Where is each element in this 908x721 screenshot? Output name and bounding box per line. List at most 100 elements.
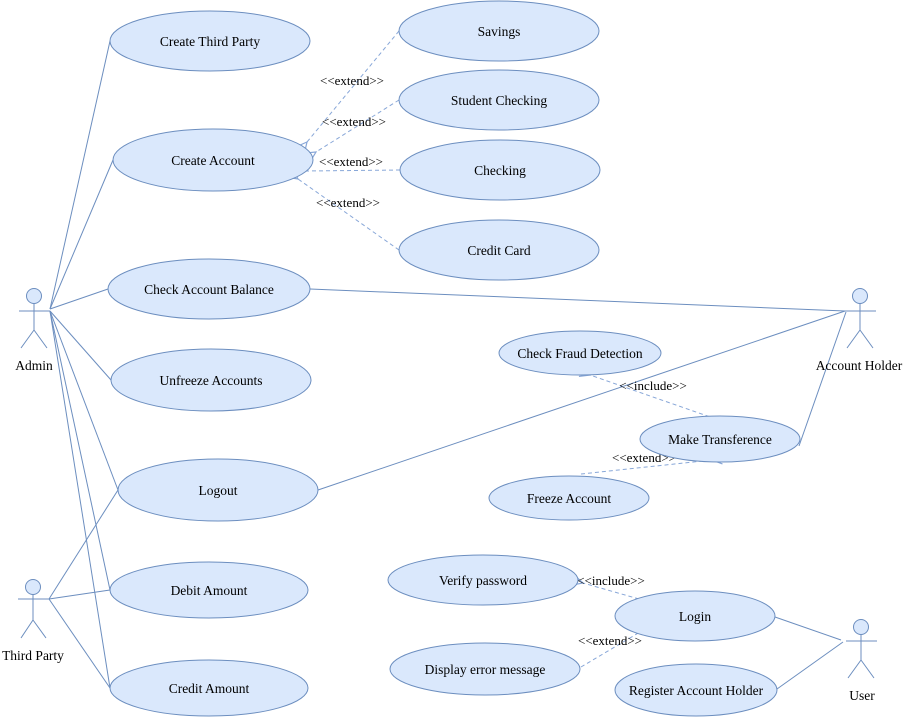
usecase-shape[interactable] — [117, 458, 319, 522]
usecase-shape[interactable] — [109, 561, 309, 619]
association-admin-debit-amount — [49, 310, 111, 591]
usecase-shape[interactable] — [398, 219, 600, 281]
usecase-label: Login — [679, 609, 711, 624]
usecase-label: Make Transference — [668, 432, 772, 447]
association-admin-unfreeze-accounts — [49, 310, 112, 381]
dependency-display-error-message-extend-login — [580, 622, 652, 668]
usecase-label: Checking — [474, 163, 526, 178]
usecase-login[interactable]: Login — [614, 590, 776, 642]
usecase-shape[interactable] — [398, 0, 600, 62]
extend-label: <<extend>> — [319, 154, 383, 169]
association-user-login — [774, 616, 842, 641]
include-label: <<include>> — [577, 573, 645, 588]
extend-label: <<extend>> — [322, 114, 386, 129]
association-user-register-account-holder — [776, 641, 844, 690]
usecase-label: Verify password — [439, 573, 527, 588]
usecase-shape[interactable] — [107, 258, 311, 320]
usecase-shape[interactable] — [387, 554, 579, 606]
actor-head-icon — [852, 288, 868, 304]
usecase-shape[interactable] — [109, 659, 309, 717]
usecase-verify-password[interactable]: Verify password — [387, 554, 579, 606]
usecase-label: Create Account — [171, 153, 255, 168]
dependency-freeze-account-extend-make-transference — [580, 453, 723, 475]
actor-admin[interactable]: Admin — [15, 288, 53, 374]
actor-label: Third Party — [2, 648, 64, 663]
actor-head-icon — [26, 288, 42, 304]
association-admin-create-third-party — [49, 40, 111, 310]
actor-head-icon — [853, 619, 869, 635]
usecase-display-error-message[interactable]: Display error message — [389, 642, 581, 696]
usecase-freeze-account[interactable]: Freeze Account — [488, 475, 650, 521]
dependency-make-transference-include-check-fraud-detection — [578, 366, 717, 420]
usecase-shape[interactable] — [112, 128, 314, 192]
dependency-checking-extend-create-account — [295, 165, 401, 177]
extend-label: <<extend>> — [320, 73, 384, 88]
usecase-label: Register Account Holder — [629, 683, 764, 698]
usecase-shape[interactable] — [614, 663, 778, 717]
usecase-check-fraud-detection[interactable]: Check Fraud Detection — [498, 330, 662, 376]
actor-body-icon — [18, 594, 49, 639]
dependency-login-include-verify-password — [571, 575, 640, 600]
usecase-shape[interactable] — [109, 10, 311, 72]
actor-user[interactable]: User — [846, 619, 877, 704]
usecase-shape[interactable] — [389, 642, 581, 696]
usecase-label: Display error message — [425, 662, 546, 677]
association-third-party-debit-amount — [48, 589, 111, 600]
usecase-label: Credit Card — [467, 243, 531, 258]
usecase-debit-amount[interactable]: Debit Amount — [109, 561, 309, 619]
usecase-logout[interactable]: Logout — [117, 458, 319, 522]
actor-body-icon — [19, 303, 50, 349]
usecase-label: Freeze Account — [527, 491, 612, 506]
usecase-shape[interactable] — [639, 415, 801, 463]
association-account-holder-logout — [317, 310, 846, 491]
usecase-shape[interactable] — [488, 475, 650, 521]
actor-label: User — [849, 688, 875, 703]
actor-body-icon — [845, 303, 876, 349]
extend-label: <<extend>> — [316, 195, 380, 210]
association-admin-create-account — [49, 159, 114, 310]
usecase-shape[interactable] — [398, 69, 600, 131]
actor-label: Admin — [15, 358, 53, 373]
usecase-label: Check Fraud Detection — [517, 346, 642, 361]
dependency-labels: <<extend>> <<extend>> <<extend>> <<exten… — [316, 73, 687, 648]
usecase-credit-amount[interactable]: Credit Amount — [109, 659, 309, 717]
usecase-unfreeze-accounts[interactable]: Unfreeze Accounts — [110, 348, 312, 412]
usecase-shape[interactable] — [110, 348, 312, 412]
usecase-label: Create Third Party — [160, 34, 260, 49]
usecase-shape[interactable] — [614, 590, 776, 642]
usecase-make-transference[interactable]: Make Transference — [639, 415, 801, 463]
usecase-savings[interactable]: Savings — [398, 0, 600, 62]
association-third-party-credit-amount — [48, 598, 111, 689]
actor-body-icon — [846, 634, 877, 679]
usecase-check-account-balance[interactable]: Check Account Balance — [107, 258, 311, 320]
association-admin-check-account-balance — [49, 288, 109, 310]
usecase-label: Unfreeze Accounts — [159, 373, 262, 388]
association-admin-credit-amount — [49, 310, 111, 689]
usecase-label: Student Checking — [451, 93, 548, 108]
dependency-lines — [286, 30, 723, 668]
actor-head-icon — [25, 579, 41, 595]
usecase-label: Logout — [199, 483, 238, 498]
usecase-label: Savings — [478, 24, 521, 39]
usecase-create-account[interactable]: Create Account — [112, 128, 314, 192]
usecase-label: Credit Amount — [169, 681, 250, 696]
usecase-shape[interactable] — [399, 139, 601, 201]
usecase-shape[interactable] — [498, 330, 662, 376]
usecase-register-account-holder[interactable]: Register Account Holder — [614, 663, 778, 717]
association-lines — [48, 40, 847, 690]
usecase-checking[interactable]: Checking — [399, 139, 601, 201]
actor-third-party[interactable]: Third Party — [2, 579, 64, 664]
usecase-create-third-party[interactable]: Create Third Party — [109, 10, 311, 72]
association-admin-logout — [49, 310, 119, 491]
extend-label: <<extend>> — [578, 633, 642, 648]
include-label: <<include>> — [619, 378, 687, 393]
usecase-credit-card[interactable]: Credit Card — [398, 219, 600, 281]
actor-account-holder[interactable]: Account Holder — [816, 288, 903, 374]
association-account-holder-check-account-balance — [309, 288, 846, 312]
usecase-student-checking[interactable]: Student Checking — [398, 69, 600, 131]
actor-label: Account Holder — [816, 358, 903, 373]
usecase-label: Check Account Balance — [144, 282, 274, 297]
usecase-label: Debit Amount — [171, 583, 248, 598]
